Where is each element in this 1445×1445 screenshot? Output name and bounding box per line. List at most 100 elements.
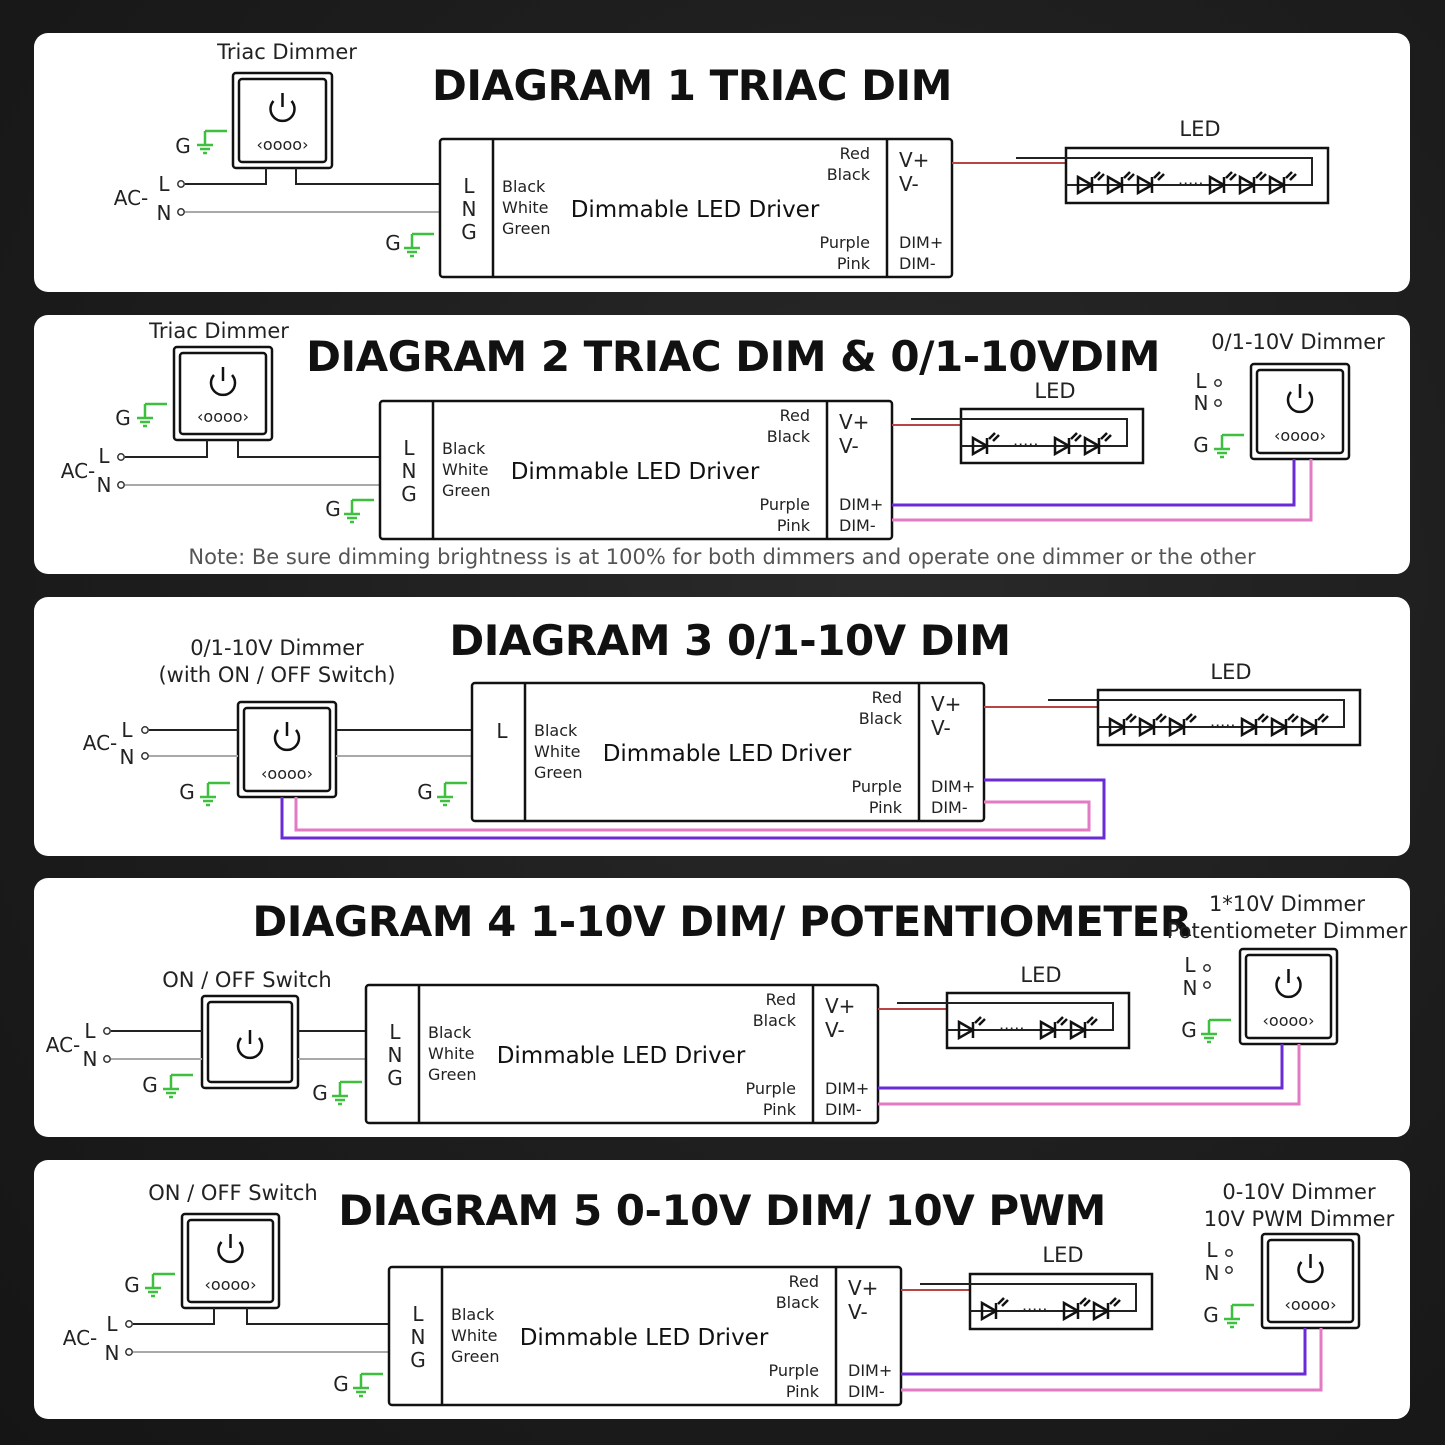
driver-terminal-L: L bbox=[412, 1302, 424, 1326]
ground-label: G bbox=[115, 406, 131, 430]
driver-terminal-dimminus: DIM- bbox=[825, 1100, 862, 1119]
led-diode-icon bbox=[1240, 713, 1269, 738]
terminal-dot bbox=[117, 453, 125, 461]
terminal-dot bbox=[1203, 964, 1211, 972]
dimmer-knob-indicator: ‹oooo› bbox=[257, 135, 309, 154]
wire-line bbox=[125, 440, 208, 458]
wire-color-black: Black bbox=[859, 709, 903, 728]
led-strip: ····· bbox=[1016, 146, 1330, 205]
led-diode-icon bbox=[1208, 171, 1237, 196]
driver-terminal-G: G bbox=[410, 1348, 426, 1372]
led-diode-icon bbox=[1268, 171, 1297, 196]
left-device-label: (with ON / OFF Switch) bbox=[158, 663, 395, 687]
driver-terminal-G: G bbox=[461, 220, 477, 244]
driver-name: Dimmable LED Driver bbox=[603, 741, 852, 767]
driver-terminal-vminus: V- bbox=[931, 716, 951, 740]
wire-dim-plus bbox=[280, 778, 1106, 840]
wire-line bbox=[246, 1308, 389, 1325]
led-diode-icon bbox=[1053, 432, 1082, 457]
led-strip-wire bbox=[897, 1002, 1114, 1031]
ground-label: G bbox=[142, 1073, 158, 1097]
wire-color-red: Red bbox=[789, 1272, 819, 1291]
led-ellipsis: ····· bbox=[1178, 174, 1203, 193]
led-ellipsis: ····· bbox=[1210, 716, 1235, 735]
wire-color-purple: Purple bbox=[745, 1079, 796, 1098]
dimmer-knob-indicator: ‹oooo› bbox=[197, 407, 249, 426]
wire-color-black: Black bbox=[442, 439, 486, 458]
ground-icon bbox=[145, 1272, 175, 1298]
analog-dimmer: ‹oooo› bbox=[1249, 362, 1351, 461]
terminal-dot bbox=[103, 1027, 111, 1035]
power-icon bbox=[1286, 384, 1314, 414]
ground-icon bbox=[344, 498, 374, 524]
wire-dim-plus bbox=[901, 1328, 1307, 1376]
terminal-dot bbox=[141, 752, 149, 760]
wire-color-pink: Pink bbox=[763, 1100, 797, 1119]
driver-terminal-dimminus: DIM- bbox=[839, 516, 876, 535]
driver-terminal-dimplus: DIM+ bbox=[899, 233, 943, 252]
ac-label: AC- bbox=[114, 186, 149, 210]
ground-icon bbox=[1224, 1303, 1254, 1329]
ground-icon bbox=[137, 402, 167, 428]
driver-terminal-dimminus: DIM- bbox=[899, 254, 936, 273]
line-label: L bbox=[158, 172, 170, 196]
terminal-dot bbox=[1214, 399, 1222, 407]
neutral-label: N bbox=[83, 1047, 98, 1071]
led-ellipsis: ····· bbox=[1022, 1300, 1047, 1319]
line-label: L bbox=[1184, 953, 1196, 977]
power-icon bbox=[269, 93, 296, 123]
led-label: LED bbox=[1020, 963, 1061, 987]
wire-color-green: Green bbox=[451, 1347, 499, 1366]
led-diode-icon bbox=[1270, 713, 1299, 738]
right-device-label: 0/1-10V Dimmer bbox=[1211, 330, 1385, 354]
diagram-title: DIAGRAM 1 TRIAC DIM bbox=[432, 61, 952, 110]
led-diode-icon bbox=[1108, 713, 1137, 738]
note-text: Note: Be sure dimming brightness is at 1… bbox=[188, 545, 1256, 569]
diagram-1: DIAGRAM 1 TRIAC DIM Triac Dimmer ‹oooo› G AC… bbox=[114, 40, 1330, 279]
wire-color-purple: Purple bbox=[819, 233, 870, 252]
terminal-dot bbox=[141, 726, 149, 734]
wire-color-white: White bbox=[534, 742, 581, 761]
right-device-label: 0-10V Dimmer bbox=[1222, 1180, 1376, 1204]
driver-terminal-N: N bbox=[462, 197, 477, 221]
left-device-label: Triac Dimmer bbox=[216, 40, 357, 64]
wire-dim-minus bbox=[901, 1328, 1323, 1392]
ground-label: G bbox=[325, 497, 341, 521]
led-diode-icon bbox=[1076, 171, 1105, 196]
led-label: LED bbox=[1034, 379, 1075, 403]
driver-terminal-vminus: V- bbox=[848, 1300, 868, 1324]
line-label: L bbox=[98, 444, 110, 468]
driver-terminal-N: N bbox=[402, 459, 417, 483]
wire-line bbox=[237, 440, 380, 458]
ac-label: AC- bbox=[63, 1326, 98, 1350]
driver-name: Dimmable LED Driver bbox=[511, 459, 760, 485]
line-label: L bbox=[84, 1019, 96, 1043]
diagram-panel-4 bbox=[34, 878, 1410, 1137]
left-device-label: ON / OFF Switch bbox=[162, 968, 331, 992]
driver-name: Dimmable LED Driver bbox=[571, 197, 820, 223]
ground-label: G bbox=[124, 1273, 140, 1297]
power-icon bbox=[1275, 969, 1302, 999]
diagram-title: DIAGRAM 2 TRIAC DIM & 0/1-10VDIM bbox=[306, 332, 1160, 381]
on-off-switch bbox=[200, 994, 300, 1090]
neutral-label: N bbox=[97, 473, 112, 497]
wire-line bbox=[133, 1308, 215, 1325]
power-icon bbox=[217, 1234, 244, 1264]
analog-dimmer-with-switch: ‹oooo› bbox=[236, 700, 338, 799]
line-label: L bbox=[121, 718, 133, 742]
wire-line bbox=[295, 168, 440, 185]
triac-dimmer: ‹oooo› bbox=[172, 345, 274, 442]
driver-terminal-dimplus: DIM+ bbox=[848, 1361, 892, 1380]
diagram-panel-3 bbox=[34, 597, 1410, 856]
ac-label: AC- bbox=[46, 1033, 81, 1057]
left-device-label: ON / OFF Switch bbox=[148, 1181, 317, 1205]
led-ellipsis: ····· bbox=[999, 1019, 1024, 1038]
line-label: L bbox=[1195, 369, 1207, 393]
neutral-label: N bbox=[1194, 391, 1209, 415]
driver-terminal-vplus: V+ bbox=[931, 692, 961, 716]
led-strip: ····· bbox=[911, 407, 1145, 465]
dimmer-knob-indicator: ‹oooo› bbox=[1285, 1295, 1337, 1314]
